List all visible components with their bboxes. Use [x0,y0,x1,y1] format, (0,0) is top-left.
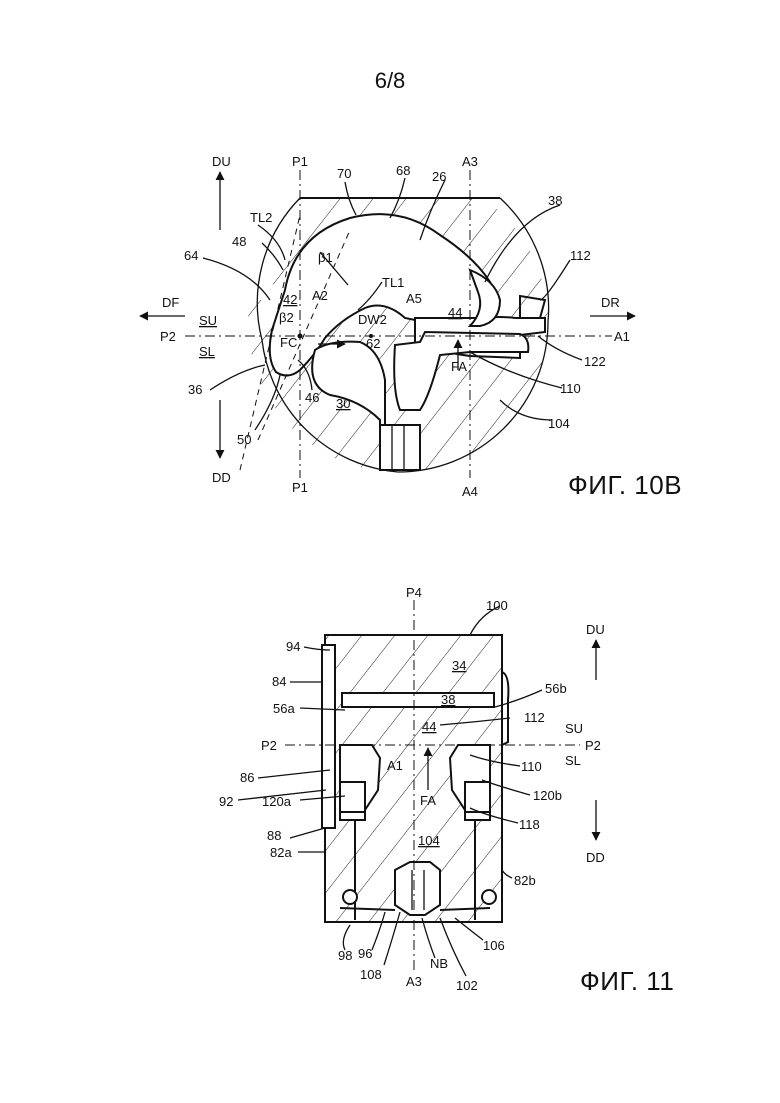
fig11-ref-56b: 56b [545,681,567,696]
fig10b-label-sl: SL [199,344,215,359]
fig11-ref-82a: 82a [270,845,292,860]
fig10b-label-dw2: DW2 [358,312,387,327]
figure-11: P4 P2 P2 DU DD SU SL A1 A3 FA NB 34 38 4… [219,585,605,993]
fig11-label-dd: DD [586,850,605,865]
fig10b-ref-122: 122 [584,354,606,369]
fig11-ref-82b: 82b [514,873,536,888]
fig10b-ref-46: 46 [305,390,319,405]
fig11-label-a3: A3 [406,974,422,989]
fig11-ref-84: 84 [272,674,286,689]
fig10b-ref-44: 44 [448,305,462,320]
fig10b-label-dr: DR [601,295,620,310]
fig11-label-a1: A1 [387,758,403,773]
fig10b-label-a3: A3 [462,154,478,169]
fig10b-stem [380,425,420,470]
fig10b-label-a4: A4 [462,484,478,499]
fig10b-label-fc: FC [280,335,297,350]
fig11-label-fa: FA [420,793,436,808]
fig11-slot-38 [342,693,494,707]
fig11-ref-44: 44 [422,719,436,734]
fig11-ref-34: 34 [452,658,466,673]
fig10b-caption: ФИГ. 10B [568,470,682,501]
fig10b-label-tl2: TL2 [250,210,272,225]
fig11-label-su: SU [565,721,583,736]
fig10b-ref-30: 30 [336,396,350,411]
fig10b-ref-68: 68 [396,163,410,178]
fig11-label-p2-left: P2 [261,738,277,753]
fig10b-ref-112: 112 [570,248,591,263]
fig11-ref-98: 98 [338,948,352,963]
fig10b-label-su: SU [199,313,217,328]
fig10b-ref-26: 26 [432,169,446,184]
fig11-label-nb: NB [430,956,448,971]
fig10b-ref-38: 38 [548,193,562,208]
fig11-ref-38: 38 [441,692,455,707]
fig11-ref-100: 100 [486,598,508,613]
fig11-plate-84 [322,645,335,828]
fig11-ref-104: 104 [418,833,440,848]
fig11-ref-96: 96 [358,946,372,961]
fig11-label-p2-right: P2 [585,738,601,753]
fig10b-label-a2: A2 [312,288,328,303]
fig10b-label-p2: P2 [160,329,176,344]
fig10b-ref-42: 42 [283,292,297,307]
fig11-nut-108 [395,862,440,915]
fig11-ref-108: 108 [360,967,382,982]
fig10b-ref-48: 48 [232,234,246,249]
fig10b-label-a1: A1 [614,329,630,344]
fig11-label-du: DU [586,622,605,637]
fig10b-ref-104: 104 [548,416,570,431]
fig11-label-sl: SL [565,753,581,768]
fig10b-ref-64: 64 [184,248,198,263]
fig11-box-120a [340,782,365,812]
fig10b-label-tl1: TL1 [382,275,404,290]
figure-10b: DU DD DF DR SU SL P2 A1 P1 P1 A3 A4 A2 A… [140,154,635,499]
fig10b-label-fa: FA [451,359,467,374]
fig10b-ref-36: 36 [188,382,202,397]
fig11-ref-92: 92 [219,794,233,809]
fig10b-label-beta1: β1 [318,250,333,265]
fig11-label-p4: P4 [406,585,422,600]
fig10b-ref-70: 70 [337,166,351,181]
fig10b-ref-110: 110 [560,381,581,396]
fig11-ref-110: 110 [521,759,542,774]
fig11-ref-106: 106 [483,938,505,953]
fig11-box-120b [465,782,490,812]
fig10b-label-a5: A5 [406,291,422,306]
fig11-ref-120a: 120a [262,794,292,809]
fig11-ref-88: 88 [267,828,281,843]
fig10b-label-du: DU [212,154,231,169]
fig11-caption: ФИГ. 11 [580,966,674,997]
fig10b-label-dd: DD [212,470,231,485]
fig10b-label-p1-bot: P1 [292,480,308,495]
fig11-ref-118: 118 [519,817,540,832]
fig10b-label-df: DF [162,295,179,310]
fig11-ref-102: 102 [456,978,478,993]
fig11-ref-56a: 56a [273,701,295,716]
fig10b-label-p1-top: P1 [292,154,308,169]
fig11-ref-120b: 120b [533,788,562,803]
fig11-ref-94: 94 [286,639,300,654]
fig11-hole-98 [343,890,357,904]
fig10b-label-beta2: β2 [279,310,294,325]
fig11-ref-112: 112 [524,710,545,725]
fig11-hole-right [482,890,496,904]
fig10b-ref-62: 62 [366,336,380,351]
fig11-ref-86: 86 [240,770,254,785]
fig10b-ref-50: 50 [237,432,251,447]
fig10b-point-fc [298,334,303,339]
